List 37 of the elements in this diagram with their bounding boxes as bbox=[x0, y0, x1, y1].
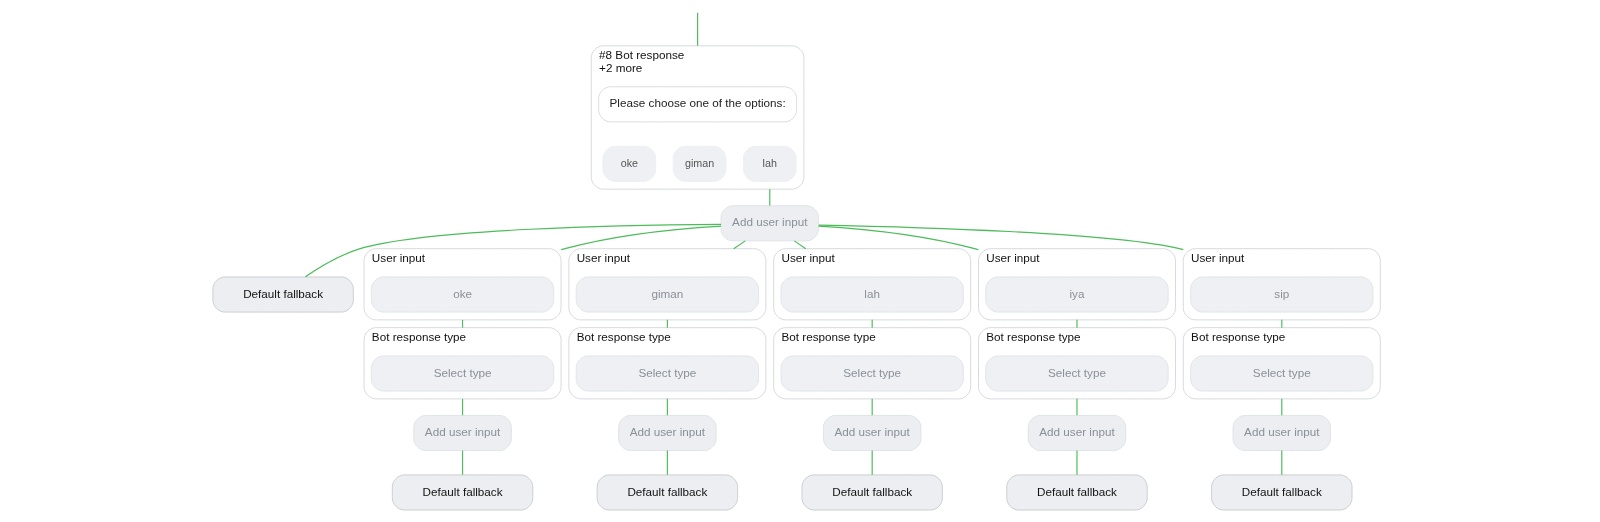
connector bbox=[793, 240, 806, 250]
connector bbox=[560, 225, 722, 251]
node-box: Select type bbox=[984, 355, 1169, 392]
connector bbox=[817, 224, 1184, 251]
node-box: Select type bbox=[370, 355, 554, 392]
node-box: Select type bbox=[575, 355, 759, 392]
node-box: Default fallback bbox=[1005, 474, 1148, 511]
node-box: Default fallback bbox=[596, 474, 738, 511]
node-box: Add user input bbox=[412, 414, 512, 452]
node-box: lah bbox=[780, 276, 964, 313]
node-box: giman bbox=[575, 276, 759, 313]
node-box: iya bbox=[984, 276, 1169, 313]
node-box: Add user input bbox=[822, 414, 921, 452]
connector bbox=[1075, 319, 1078, 329]
node-box: Add user input bbox=[720, 205, 819, 242]
node-box: Default fallback bbox=[211, 276, 354, 313]
node-box: Please choose one of the options: bbox=[597, 86, 797, 123]
connector bbox=[732, 240, 746, 250]
connector bbox=[1075, 398, 1078, 416]
connector bbox=[461, 450, 463, 476]
node-box: Default fallback bbox=[800, 474, 943, 511]
node-box: Default fallback bbox=[1210, 474, 1352, 511]
node-box: Select type bbox=[1189, 355, 1373, 392]
node-box: Default fallback bbox=[391, 474, 533, 511]
node-box: Select type bbox=[780, 355, 964, 392]
connector bbox=[696, 12, 698, 47]
connector bbox=[817, 225, 979, 251]
node-box: Add user input bbox=[1027, 414, 1126, 452]
connector bbox=[666, 450, 668, 476]
connector bbox=[1280, 450, 1282, 476]
node-box: Add user input bbox=[617, 414, 717, 452]
node-box: sip bbox=[1189, 276, 1373, 313]
node-box: Add user input bbox=[1232, 414, 1331, 452]
connector bbox=[304, 223, 722, 278]
connector bbox=[871, 450, 873, 476]
connector bbox=[1075, 450, 1078, 476]
node-box: oke bbox=[370, 276, 554, 313]
